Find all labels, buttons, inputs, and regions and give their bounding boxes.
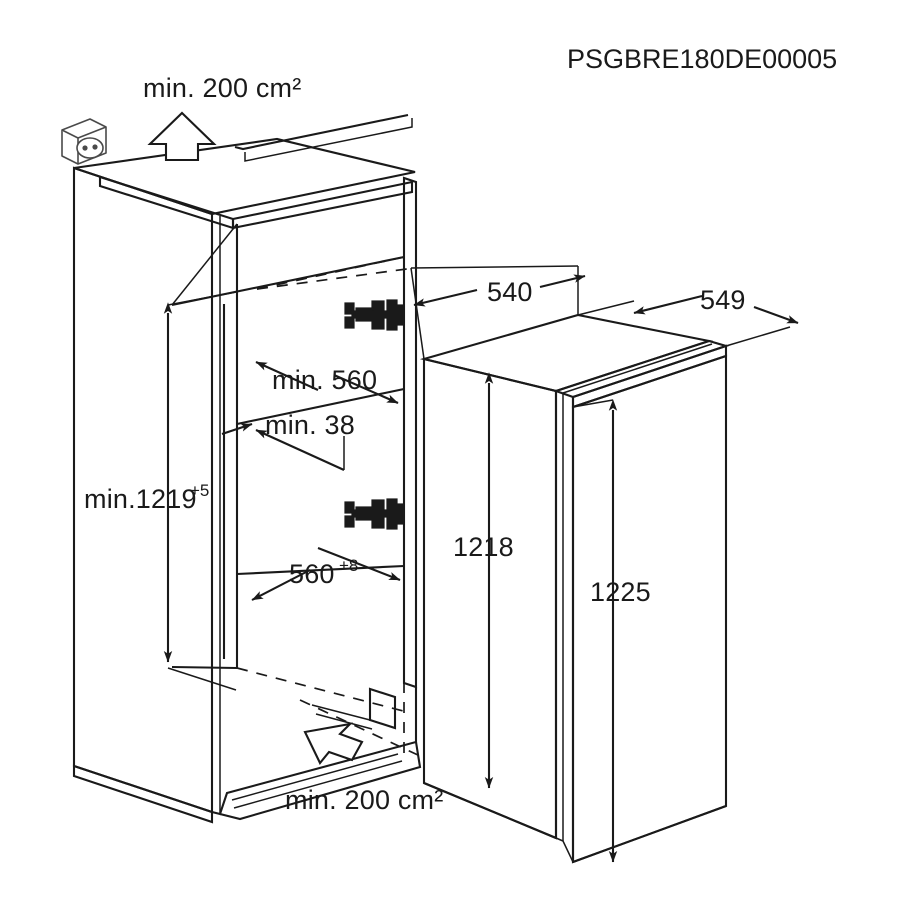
dim-niche-depth: min. 560 xyxy=(255,361,399,404)
cabinet-hidden-bottom-diagonal xyxy=(236,667,408,713)
vent-top-label: min. 200 cm² xyxy=(143,73,301,103)
dim-appliance-height: 1218 xyxy=(453,372,514,789)
appliance-bottom-door-edge xyxy=(555,837,574,863)
appliance-bottom-left-edge xyxy=(423,782,557,839)
dim-label-niche-width: 560 xyxy=(289,559,335,589)
dim-label-door-depth: 549 xyxy=(700,285,746,315)
appliance-door-top-strip-side xyxy=(571,344,728,409)
dim-arrow-560-left xyxy=(251,569,311,601)
dim-arrow-560-right xyxy=(317,547,401,581)
dim-arrow-min560-right xyxy=(333,374,399,404)
dim-ext-line-bottom xyxy=(167,667,237,691)
dim-rear-gap: min. 38 xyxy=(221,410,355,471)
cabinet-right-inner-panel xyxy=(402,176,418,689)
appliance-bottom-right-edge xyxy=(572,805,727,863)
cabinet-bottom-vent-recess xyxy=(368,687,397,730)
dim-ext-549-right xyxy=(725,326,791,347)
dim-ext-540-left xyxy=(410,267,425,360)
appliance-door-top-strip xyxy=(552,339,730,399)
dim-door-depth: 549 xyxy=(577,285,799,347)
cabinet-hidden-top-diagonal-2 xyxy=(256,267,415,290)
dim-arrow-549-right xyxy=(753,306,799,324)
dim-label-niche-height: min.1219 xyxy=(84,484,197,514)
cabinet-bottom-left-foot xyxy=(72,764,214,824)
power-socket-icon xyxy=(61,118,107,165)
cabinet-top-back-ledge xyxy=(234,113,409,151)
appliance-door-top-strip-inner xyxy=(562,343,713,394)
cabinet-niche-bottom-front xyxy=(236,564,405,576)
dim-arrow-540-left xyxy=(413,288,478,307)
dim-niche-height: min.1219 +5 xyxy=(84,291,237,691)
drawing-code-label: PSGBRE180DE00005 xyxy=(567,44,837,74)
cabinet-niche-group xyxy=(72,113,422,824)
dim-arrow-min38-upper xyxy=(221,423,253,435)
cabinet-top-board-rim-right xyxy=(231,180,414,230)
vent-arrow-left-icon xyxy=(303,722,364,765)
dim-arrow-min38 xyxy=(255,429,345,471)
dim-ext-549-left xyxy=(577,300,635,316)
cabinet-plinth-inner-line xyxy=(231,753,399,801)
appliance-right-face xyxy=(571,354,728,864)
cabinet-niche-shelf-front xyxy=(236,387,405,426)
cabinet-niche-bottom-inner xyxy=(171,665,238,670)
dim-niche-width: 560 +8 xyxy=(251,547,401,601)
hinge-lower-icon xyxy=(344,498,404,530)
dim-ext-1225-top xyxy=(572,399,614,408)
dim-label-appliance-depth: 540 xyxy=(487,277,533,307)
dim-arrow-549-left xyxy=(633,294,703,315)
hinge-upper-icon xyxy=(344,299,404,331)
dim-appliance-height-door: 1225 xyxy=(572,399,651,863)
dim-label-appliance-height: 1218 xyxy=(453,532,514,562)
dim-label-niche-height-tolerance: +5 xyxy=(190,481,209,500)
cabinet-bottom-vent-recess-lip2 xyxy=(315,713,373,730)
dim-label-niche-depth: min. 560 xyxy=(272,365,377,395)
vent-arrow-up-icon xyxy=(147,111,217,162)
cabinet-bottom-vent-recess-lip xyxy=(311,689,371,721)
appliance-top-surface xyxy=(419,313,714,393)
cabinet-bottom-slab-under xyxy=(219,741,422,821)
dim-ext-540-top xyxy=(410,265,579,269)
dim-arrow-min560-left xyxy=(255,361,319,391)
cabinet-bottom-front-slab xyxy=(211,687,418,816)
cabinet-plinth-inner-line-2 xyxy=(233,760,403,809)
cabinet-top-board-inner-edge xyxy=(244,118,413,162)
dim-ext-line-top xyxy=(167,291,237,306)
cabinet-niche-top-inner-left xyxy=(171,223,238,306)
cabinet-hidden-top-diagonal xyxy=(256,256,405,290)
dim-arrow-540-right xyxy=(539,274,586,289)
dim-label-appliance-height-door: 1225 xyxy=(590,577,651,607)
appliance-group xyxy=(419,313,730,864)
dim-label-rear-gap: min. 38 xyxy=(265,410,355,440)
dim-label-niche-width-tolerance: +8 xyxy=(339,556,358,575)
vent-bottom-label: min. 200 cm² xyxy=(285,785,443,815)
dim-appliance-depth: 540 xyxy=(410,265,586,360)
